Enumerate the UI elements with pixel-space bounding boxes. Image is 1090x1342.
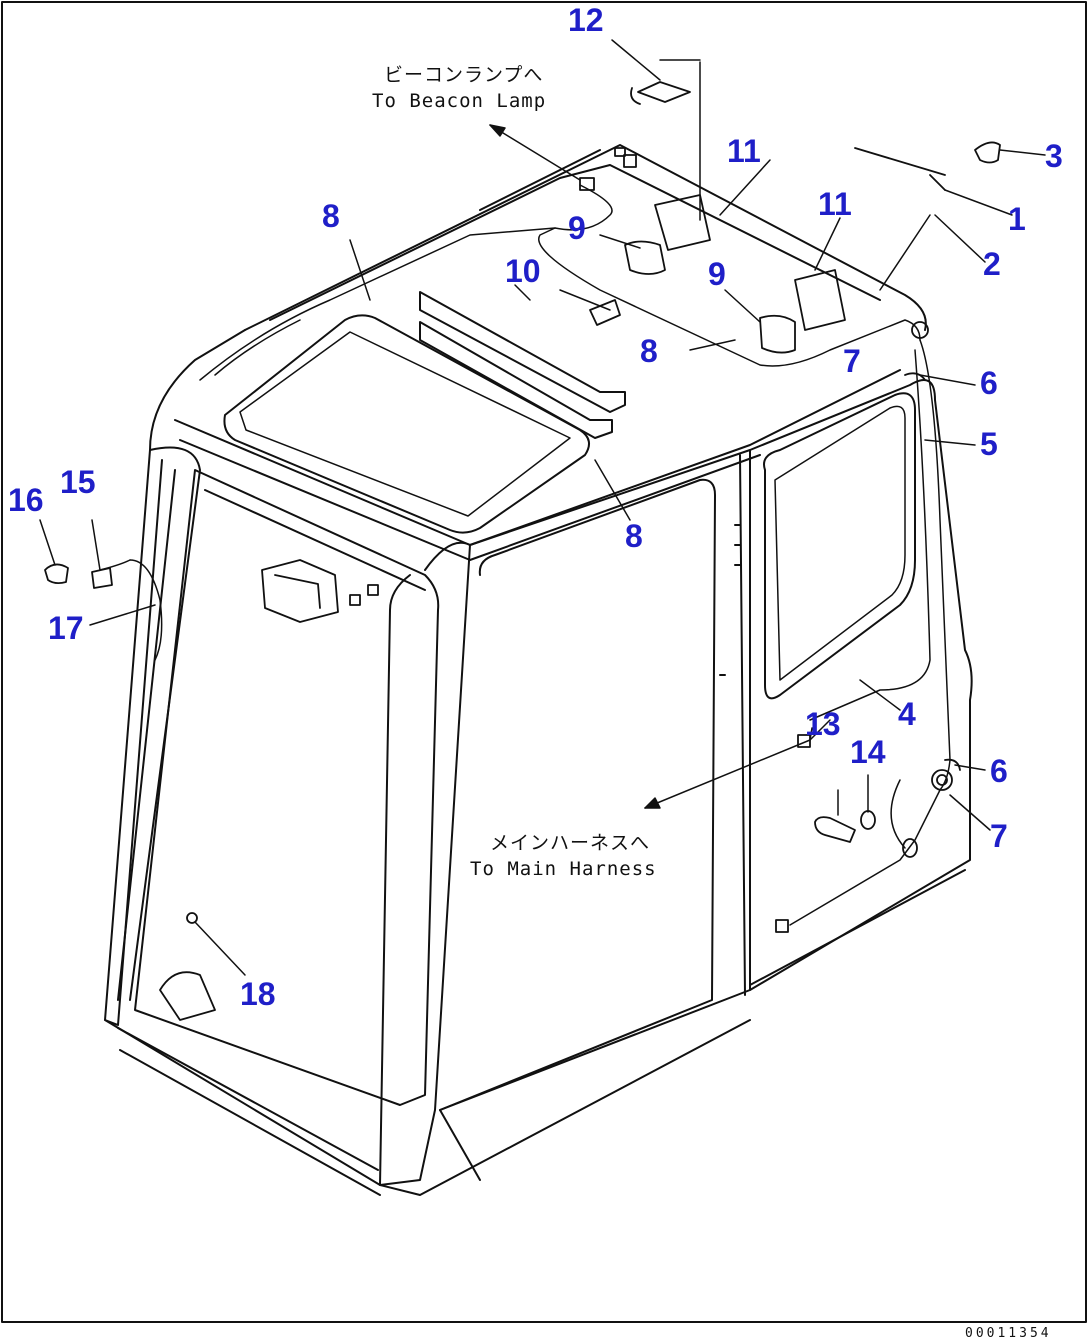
leader-lines — [39, 39, 1046, 976]
cab-body — [104, 144, 973, 1196]
callout-2: 2 — [983, 246, 1001, 282]
callout-16: 16 — [8, 482, 44, 518]
callout-8-bottom: 8 — [625, 518, 643, 554]
callout-1: 1 — [1008, 201, 1026, 237]
document-number: 00011354 — [965, 1326, 1052, 1341]
cab-parts — [44, 81, 1001, 1021]
callout-4: 4 — [898, 696, 916, 732]
callout-7-bottom: 7 — [990, 818, 1008, 854]
callout-10: 10 — [505, 253, 541, 289]
callout-17: 17 — [48, 610, 84, 646]
callout-9-left: 9 — [568, 210, 586, 246]
callout-11-right: 11 — [818, 186, 852, 222]
note-harness-en: To Main Harness — [470, 858, 657, 880]
callout-3: 3 — [1045, 138, 1063, 174]
note-beacon-jp: ビーコンランプへ — [384, 64, 544, 86]
callout-8-middle: 8 — [640, 333, 658, 369]
callout-13: 13 — [805, 706, 841, 742]
callout-11-left: 11 — [727, 133, 761, 169]
callout-9-right: 9 — [708, 256, 726, 292]
callout-6-top: 6 — [980, 365, 998, 401]
note-harness-jp: メインハーネスへ — [490, 832, 651, 854]
callout-15: 15 — [60, 464, 96, 500]
harness-wires — [99, 184, 951, 926]
callout-8-top: 8 — [322, 198, 340, 234]
note-beacon-en: To Beacon Lamp — [372, 90, 547, 112]
callout-14: 14 — [850, 734, 886, 770]
callout-7-top: 7 — [843, 343, 861, 379]
callout-18: 18 — [240, 976, 276, 1012]
callout-6-bottom: 6 — [990, 753, 1008, 789]
callout-12: 12 — [568, 2, 604, 38]
callout-5: 5 — [980, 426, 998, 462]
